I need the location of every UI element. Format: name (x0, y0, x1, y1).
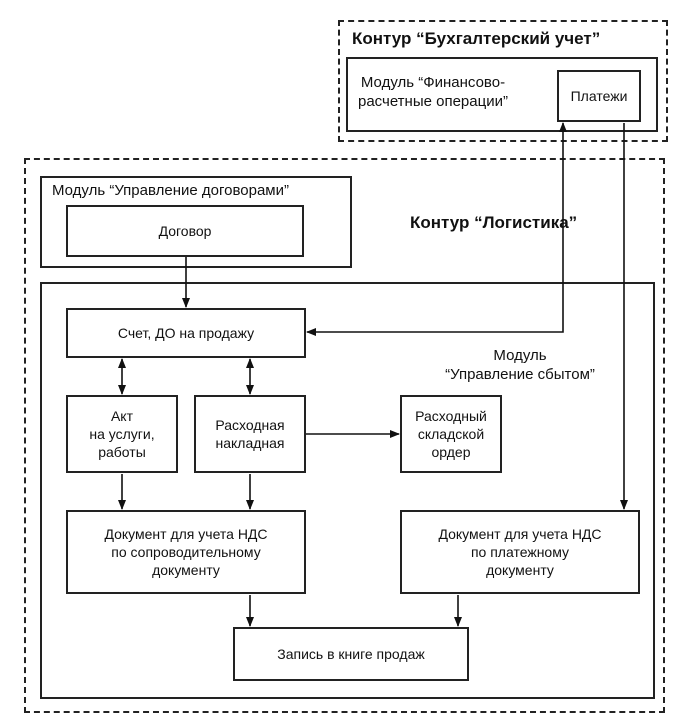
waybill-box[interactable]: Расходная накладная (194, 395, 306, 473)
contracts-module-label: Модуль “Управление договорами” (52, 182, 289, 199)
payments-box[interactable]: Платежи (557, 70, 641, 122)
invoice-box[interactable]: Счет, ДО на продажу (66, 308, 306, 358)
vat-doc-accompanying-box[interactable]: Документ для учета НДС по сопроводительн… (66, 510, 306, 594)
contract-box[interactable]: Договор (66, 205, 304, 257)
warehouse-order-box[interactable]: Расходный складской ордер (400, 395, 502, 473)
accounting-contour-title: Контур “Бухгалтерский учет” (352, 29, 601, 48)
finance-module-label: Модуль “Финансово- расчетные операции” (358, 74, 508, 110)
vat-doc-payment-box[interactable]: Документ для учета НДС по платежному док… (400, 510, 640, 594)
sales-book-box[interactable]: Запись в книге продаж (233, 627, 469, 681)
sales-module-label: Модуль “Управление сбытом” (445, 347, 595, 383)
logistics-contour-title: Контур “Логистика” (410, 213, 578, 232)
act-box[interactable]: Акт на услуги, работы (66, 395, 178, 473)
